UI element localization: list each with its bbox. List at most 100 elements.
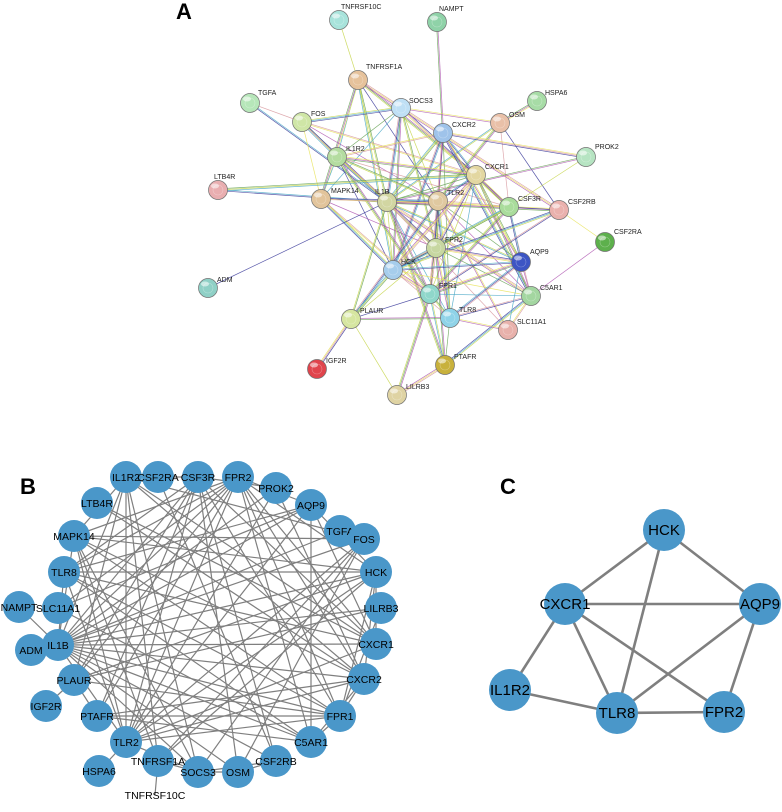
node-sphere: [391, 98, 411, 118]
network-b-node[interactable]: OSM: [222, 756, 254, 788]
network-a-edge: [507, 261, 522, 331]
network-b-node[interactable]: FPR2: [222, 461, 254, 493]
network-c-node-label: CXCR1: [540, 596, 591, 613]
network-b-node[interactable]: ADM: [15, 634, 47, 666]
network-a-node[interactable]: TNFRSF10C: [329, 4, 382, 30]
network-a-node[interactable]: IL1B: [375, 189, 397, 212]
network-b-node[interactable]: CXCR1: [358, 628, 394, 660]
network-a-edge: [401, 107, 501, 123]
network-a-node-label: LTB4R: [214, 174, 235, 181]
network-a-edge: [429, 261, 522, 295]
network-c-node[interactable]: CXCR1: [540, 583, 591, 625]
network-b-node[interactable]: MAPK14: [53, 520, 95, 552]
network-b-edge: [157, 571, 377, 762]
network-b-node[interactable]: HCK: [360, 556, 392, 588]
network-c-edge: [564, 602, 725, 714]
network-b-node[interactable]: TLR2: [110, 726, 142, 758]
network-b-node[interactable]: IGF2R: [30, 690, 62, 722]
network-b-node[interactable]: HSPA6: [82, 755, 116, 787]
network-b-node[interactable]: CXCR2: [346, 663, 382, 695]
network-b-node[interactable]: FOS: [348, 523, 380, 555]
network-b-edge: [157, 476, 277, 762]
network-b-node-label: HCK: [365, 567, 387, 579]
network-b-node[interactable]: NAMPT: [1, 591, 38, 623]
network-a-node[interactable]: FOS: [292, 111, 326, 132]
network-a-edge: [435, 248, 521, 264]
node-sphere: [329, 10, 349, 30]
network-a-node[interactable]: FPR2: [426, 237, 464, 258]
network-c-node[interactable]: FPR2: [703, 691, 745, 733]
network-b-edge: [339, 607, 382, 717]
network-b-node[interactable]: CSF3R: [181, 461, 216, 493]
network-a-node[interactable]: CSF2RB: [549, 199, 596, 220]
network-a-node[interactable]: AQP9: [511, 249, 549, 272]
network-a-node[interactable]: IL1R2: [327, 146, 365, 167]
network-a-node[interactable]: TLR2: [428, 190, 465, 211]
network-b-node[interactable]: SLC11A1: [36, 592, 80, 624]
network-b-node[interactable]: IL1B: [42, 629, 74, 661]
network-b-node[interactable]: CSF2RA: [137, 461, 179, 493]
node-highlight: [380, 195, 388, 201]
node-sphere: [511, 252, 531, 272]
network-a-node[interactable]: CSF3R: [499, 196, 541, 217]
network-b-node-label: TLR8: [51, 567, 77, 579]
network-b-node[interactable]: C5AR1: [294, 726, 328, 758]
network-b-node[interactable]: PROK2: [258, 472, 294, 504]
network-a-edge: [435, 247, 522, 263]
network-a-node-label: FPR1: [439, 283, 457, 290]
network-a-node[interactable]: TLR8: [440, 307, 477, 328]
node-inner-ring: [599, 236, 611, 248]
network-c-node[interactable]: HCK: [643, 509, 685, 551]
network-c-node[interactable]: IL1R2: [489, 669, 531, 711]
network-a-node[interactable]: MAPK14: [311, 188, 359, 209]
network-a-node[interactable]: CXCR1: [466, 164, 509, 185]
network-a-node[interactable]: HSPA6: [527, 90, 568, 111]
network-a-node[interactable]: NAMPT: [427, 6, 465, 32]
network-a-edge: [401, 107, 437, 248]
network-a-node[interactable]: LTB4R: [208, 174, 236, 200]
network-a-edge: [351, 318, 451, 320]
network-a-node[interactable]: PROK2: [576, 144, 619, 167]
network-b-edge: [57, 530, 341, 646]
network-a-node[interactable]: HCK: [383, 259, 417, 280]
network-b-node[interactable]: FPR1: [324, 700, 356, 732]
network-a-edge: [437, 200, 451, 319]
network-b-node[interactable]: TNFRSF1A: [131, 745, 185, 777]
network-a-node[interactable]: TGFA: [240, 90, 277, 113]
network-a-node[interactable]: SOCS3: [391, 98, 433, 118]
network-b-node[interactable]: AQP9: [295, 489, 327, 521]
network-b-node[interactable]: PLAUR: [56, 664, 92, 696]
network-b-node[interactable]: IL1R2: [110, 461, 142, 493]
node-highlight: [430, 15, 438, 21]
network-b-node[interactable]: LILRB3: [363, 592, 399, 624]
node-inner-ring: [424, 288, 436, 300]
network-a-node[interactable]: TNFRSF1A: [348, 64, 403, 90]
node-circle: [489, 669, 531, 711]
network-a-node[interactable]: ADM: [198, 277, 233, 298]
network-a-edge: [530, 241, 606, 297]
network-b-node[interactable]: PTAFR: [80, 700, 114, 732]
network-c-node[interactable]: AQP9: [739, 583, 781, 625]
node-sphere: [208, 180, 228, 200]
network-b-node[interactable]: LTB4R: [81, 487, 113, 519]
network-b-node[interactable]: TLR8: [48, 556, 80, 588]
network-c-node[interactable]: TLR8: [596, 692, 638, 734]
network-a-edge: [350, 317, 450, 319]
network-a-edge: [350, 200, 439, 320]
network-a-node[interactable]: PTAFR: [435, 354, 477, 375]
network-a-node[interactable]: IGF2R: [307, 358, 347, 379]
network-a-node[interactable]: SLC11A1: [498, 319, 547, 340]
network-a-node[interactable]: CXCR2: [433, 122, 476, 143]
network-a-node[interactable]: C5AR1: [521, 285, 563, 306]
node-inner-ring: [515, 256, 527, 268]
network-b-node[interactable]: CSF2RB: [255, 745, 297, 777]
network-b-node[interactable]: SOCS3: [180, 756, 216, 788]
network-a-node[interactable]: OSM: [490, 112, 526, 133]
network-a-node[interactable]: LILRB3: [387, 384, 430, 405]
network-a-edge: [338, 19, 359, 81]
network-a-node[interactable]: CSF2RA: [595, 229, 642, 252]
network-b-edge: [73, 535, 365, 540]
network-a-node[interactable]: PLAUR: [341, 308, 384, 329]
network-b-node[interactable]: TNFRSF10C: [125, 790, 186, 802]
network-a-node[interactable]: FPR1: [420, 283, 458, 304]
